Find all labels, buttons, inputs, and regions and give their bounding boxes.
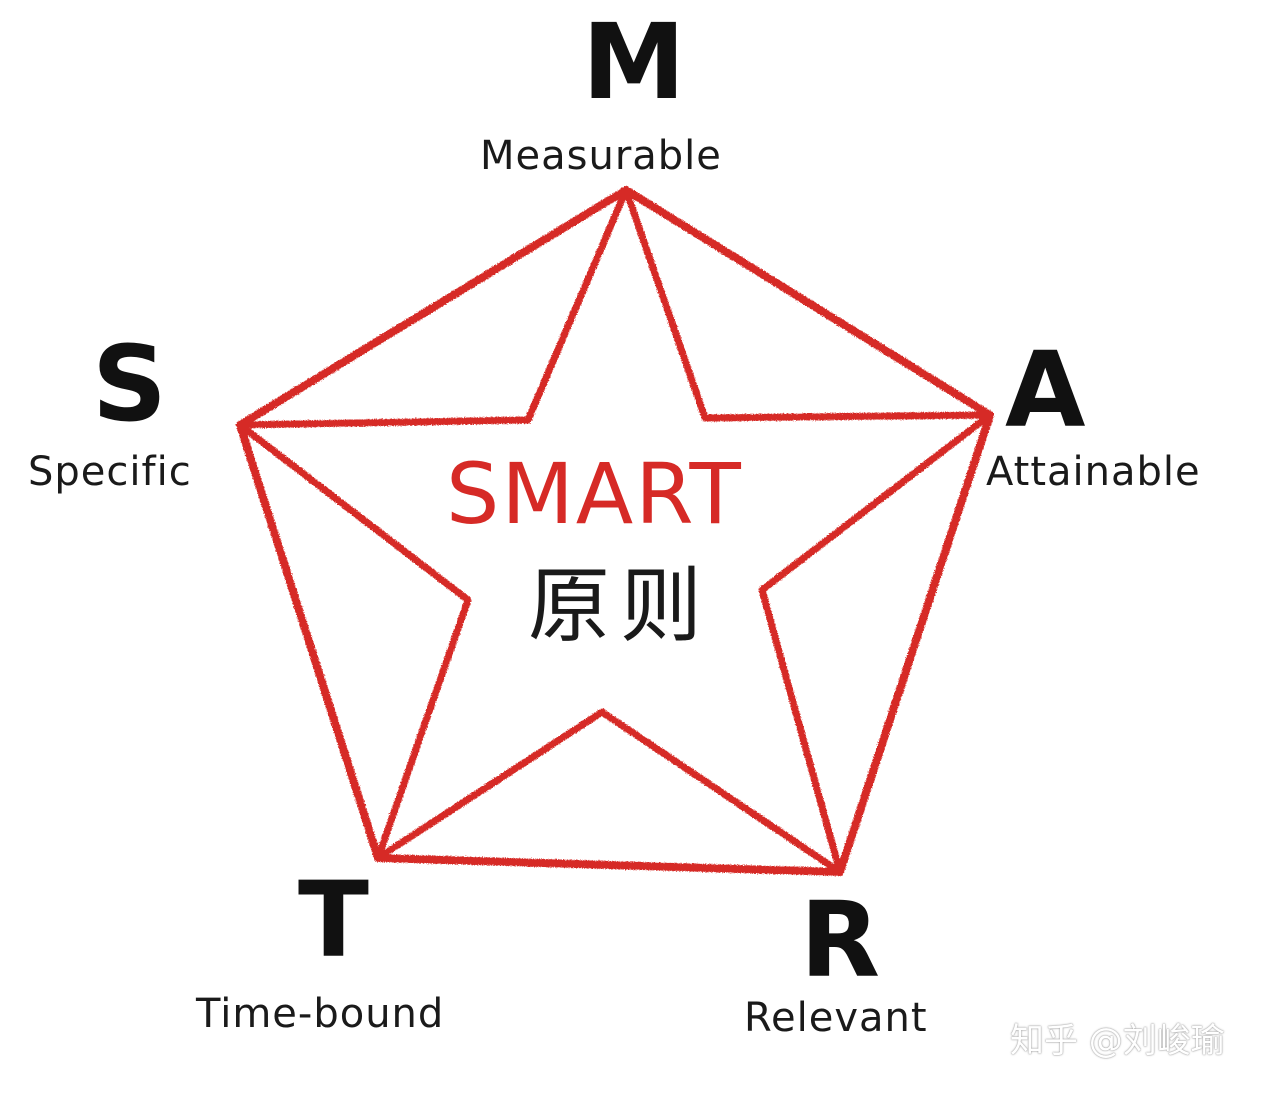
letter-a: A [1005,329,1086,451]
caption-time-bound: Time-bound [196,991,445,1037]
center-subtitle: 原则 [528,559,713,654]
caption-attainable: Attainable [986,449,1201,495]
caption-measurable: Measurable [480,133,722,179]
caption-specific: Specific [28,449,192,495]
letter-t: T [298,859,369,981]
pentagon-outline [236,186,994,876]
letter-s: S [92,323,167,445]
star-outline [236,186,994,876]
watermark: 知乎 @刘峻瑜 [1010,1021,1225,1061]
center-title: SMART [446,445,743,543]
letter-r: R [800,879,881,1001]
caption-relevant: Relevant [744,995,928,1041]
letter-m: M [582,1,686,123]
